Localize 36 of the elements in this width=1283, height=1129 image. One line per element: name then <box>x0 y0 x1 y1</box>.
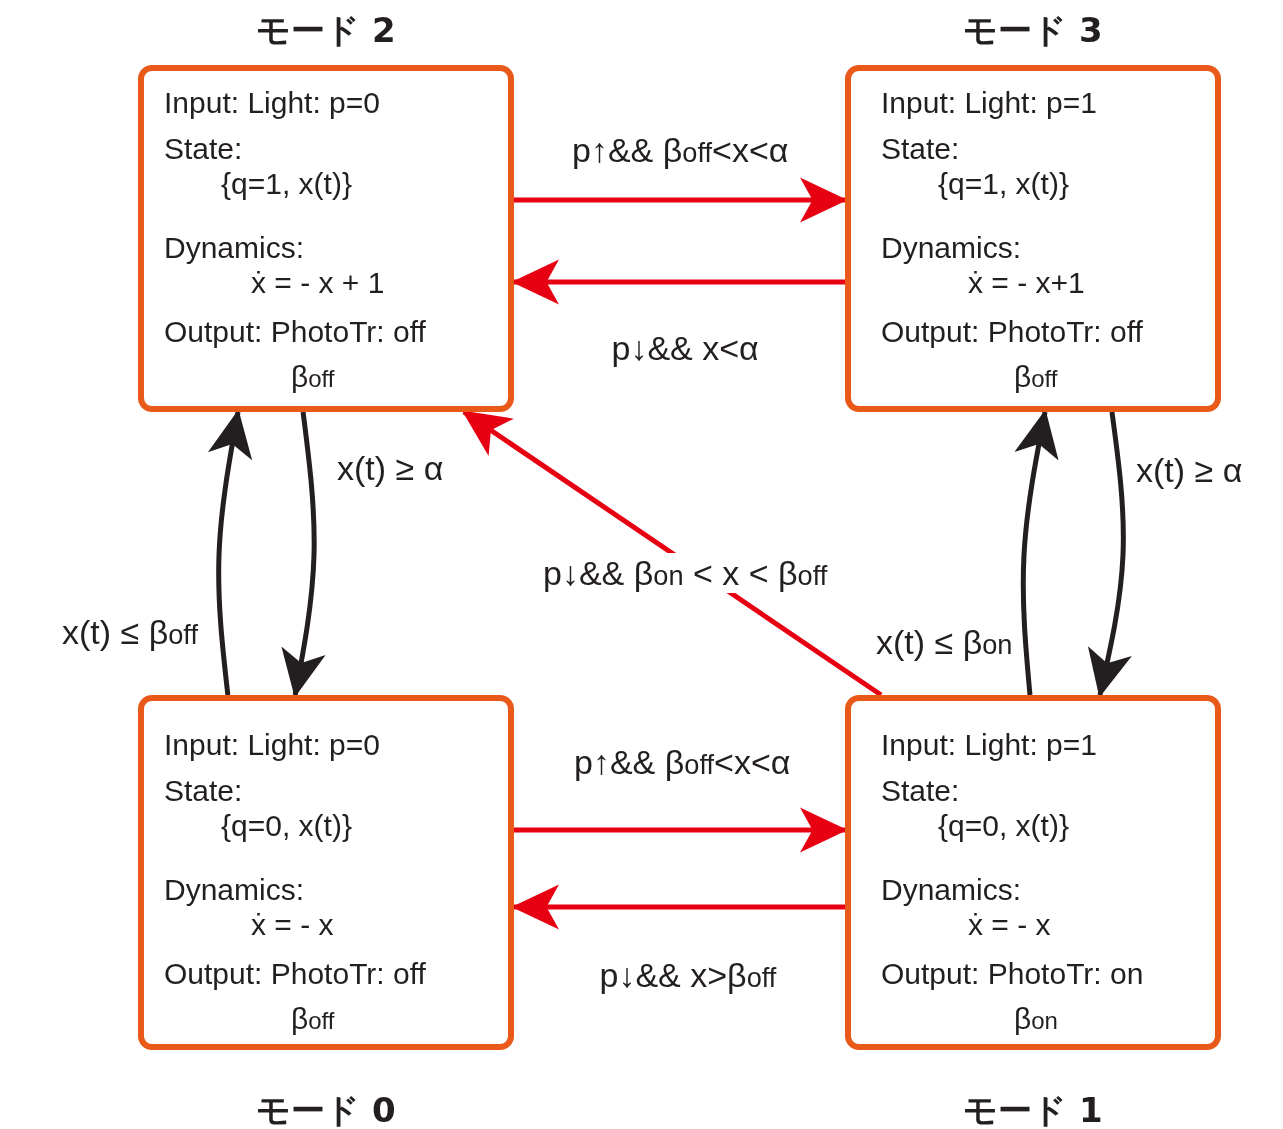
transition-arrow <box>511 259 845 305</box>
transition-arrow <box>281 411 326 698</box>
field-text: Output: PhotoTr: off <box>164 314 426 350</box>
mode-heading: モード 1 <box>963 1089 1103 1129</box>
field-text: State: <box>881 131 960 167</box>
field-label: Input: Light: p=1 <box>881 85 1097 121</box>
field-text: ẋ = - x + 1 <box>251 265 385 301</box>
mode-heading: モード 3 <box>963 9 1103 52</box>
field-label: Input: Light: p=0 <box>164 727 380 763</box>
mode-heading: モード 2 <box>256 9 396 52</box>
field-label: Input: Light: p=0 <box>164 85 380 121</box>
field-text: ẋ = - x <box>251 907 334 943</box>
transition-arrow <box>1087 411 1132 698</box>
transition-arrow <box>511 884 845 930</box>
field-label: {q=1, x(t)} <box>938 166 1069 202</box>
field-text: ẋ = - x+1 <box>968 265 1085 301</box>
field-label: {q=0, x(t)} <box>221 808 352 844</box>
field-text: Dynamics: <box>881 872 1022 908</box>
field-text: Dynamics: <box>164 872 305 908</box>
field-label: Input: Light: p=1 <box>881 727 1097 763</box>
field-text: Output: PhotoTr: on <box>881 956 1144 992</box>
field-text: Output: PhotoTr: off <box>164 956 426 992</box>
mode-heading: モード 0 <box>256 1089 396 1129</box>
transition-arrow <box>514 807 848 853</box>
field-text: Output: PhotoTr: off <box>881 314 1143 350</box>
transition-arrow <box>514 177 848 223</box>
field-text: State: <box>164 773 243 809</box>
transition-arrow <box>207 409 253 696</box>
field-text: ẋ = - x <box>968 907 1051 943</box>
field-label: {q=1, x(t)} <box>221 166 352 202</box>
field-label: {q=0, x(t)} <box>938 808 1069 844</box>
transition-arrow <box>1014 409 1059 696</box>
field-text: State: <box>164 131 243 167</box>
field-text: Dynamics: <box>881 230 1022 266</box>
field-text: Dynamics: <box>164 230 305 266</box>
field-text: State: <box>881 773 960 809</box>
